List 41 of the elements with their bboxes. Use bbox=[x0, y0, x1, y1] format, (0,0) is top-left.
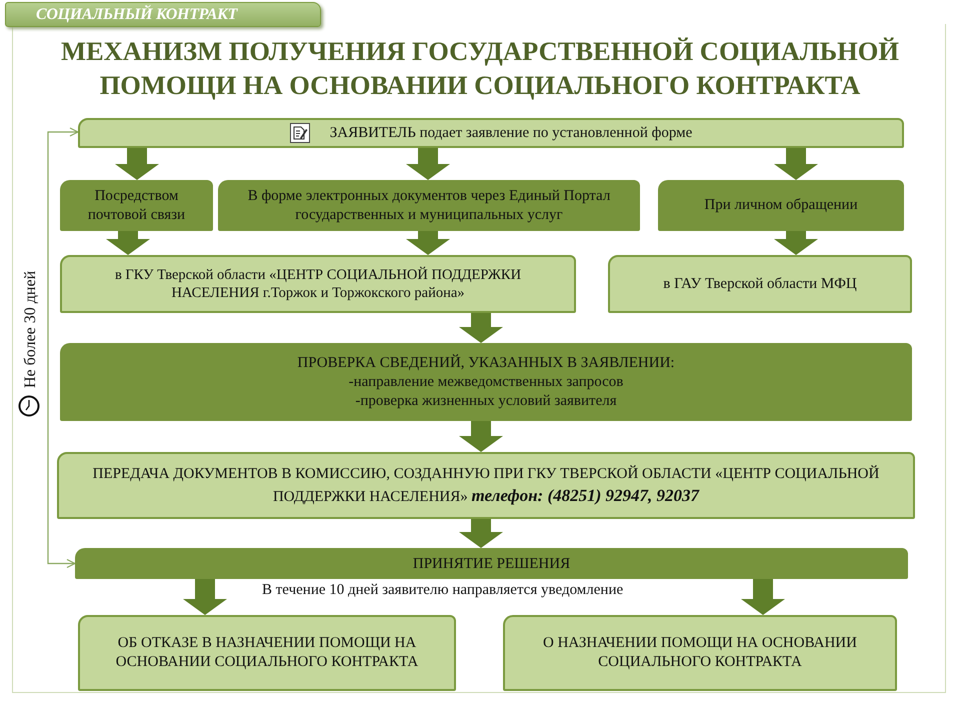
note-text: В течение 10 дней заявителю направляется уведомление bbox=[262, 582, 624, 599]
block-arrow bbox=[774, 231, 818, 255]
section-tab-text: СОЦИАЛЬНЫЙ КОНТРАКТ bbox=[36, 6, 238, 24]
process-box bbox=[78, 118, 904, 148]
process-box bbox=[608, 255, 912, 313]
block-arrow bbox=[459, 313, 503, 343]
block-arrow bbox=[774, 148, 818, 180]
duration-label: Не более 30 дней bbox=[22, 270, 40, 388]
step-text: При личном обращении bbox=[704, 196, 858, 215]
block-arrow bbox=[459, 421, 503, 452]
block-arrow bbox=[459, 519, 503, 548]
process-box bbox=[60, 255, 576, 313]
process-box bbox=[60, 343, 912, 421]
bracket-arrow bbox=[47, 127, 79, 568]
section-tab bbox=[5, 2, 321, 27]
step-text: в ГКУ Тверской области «ЦЕНТР СОЦИАЛЬНОЙ ПОДДЕРЖКИ НАСЕЛЕНИЯ г.Торжок и Торжокского района» bbox=[114, 266, 522, 302]
step-text: в ГАУ Тверской области МФЦ bbox=[663, 275, 857, 293]
process-box bbox=[60, 180, 213, 231]
step-text: ОБ ОТКАЗЕ В НАЗНАЧЕНИИ ПОМОЩИ НА ОСНОВАНИИ СОЦИАЛЬНОГО КОНТРАКТА bbox=[114, 634, 420, 672]
block-arrow bbox=[741, 579, 785, 615]
process-box bbox=[658, 180, 904, 231]
title: МЕХАНИЗМ ПОЛУЧЕНИЯ ГОСУДАРСТВЕННОЙ СОЦИАЛЬНОЙ ПОМОЩИ НА ОСНОВАНИИ СОЦИАЛЬНОГО КОНТРАКТА bbox=[60, 35, 900, 102]
block-arrow bbox=[406, 148, 450, 180]
block-arrow bbox=[406, 231, 450, 255]
step-text: ПРИНЯТИЕ РЕШЕНИЯ bbox=[412, 554, 570, 572]
step-text: О НАЗНАЧЕНИИ ПОМОЩИ НА ОСНОВАНИИ СОЦИАЛЬНОГО КОНТРАКТА bbox=[542, 634, 858, 672]
process-box bbox=[503, 615, 897, 691]
process-box bbox=[57, 452, 915, 519]
step-text: Посредством почтовой связи bbox=[86, 186, 186, 224]
block-arrow bbox=[115, 148, 159, 180]
step-text: -проверка жизненных условий заявителя bbox=[355, 392, 617, 410]
process-box bbox=[218, 180, 640, 231]
block-arrow bbox=[106, 231, 150, 255]
step-text: ПРОВЕРКА СВЕДЕНИЙ, УКАЗАННЫХ В ЗАЯВЛЕНИИ: bbox=[297, 354, 675, 372]
step-text: ЗАЯВИТЕЛЬ подает заявление по установленной форме bbox=[330, 124, 692, 142]
step-text: ПЕРЕДАЧА ДОКУМЕНТОВ В КОМИССИЮ, СОЗДАННУЮ ПРИ ГКУ ТВЕРСКОЙ ОБЛАСТИ «ЦЕНТР СОЦИАЛЬНОЙ ПОДДЕРЖКИ НАСЕЛЕНИЯ» телефон: (48251) 92947, 92037 bbox=[92, 464, 880, 507]
step-text: В форме электронных документов через Единый Портал государственных и муниципальных услуг bbox=[246, 186, 612, 224]
process-box bbox=[78, 615, 456, 691]
block-arrow bbox=[183, 579, 227, 615]
step-text: -направление межведомственных запросов bbox=[348, 372, 624, 392]
process-box bbox=[75, 548, 908, 579]
